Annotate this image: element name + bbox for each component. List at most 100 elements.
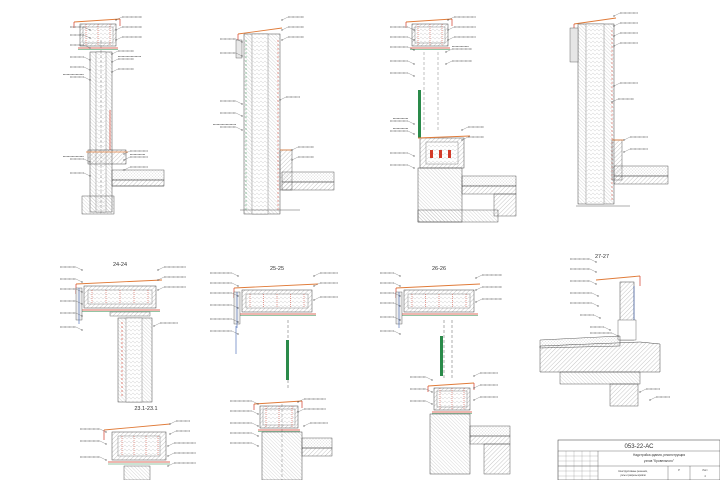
leader-dot: [431, 403, 433, 405]
leader-dot: [89, 37, 91, 39]
annotation: [461, 126, 484, 131]
annotation: [220, 38, 243, 43]
annotation: [380, 316, 401, 321]
insulation: [586, 24, 604, 204]
cap-flashing: [427, 382, 475, 387]
annotation: [313, 282, 338, 287]
leader-dot: [81, 315, 83, 317]
annotation: [115, 36, 142, 41]
leader-dot: [237, 333, 239, 335]
sealant: [430, 150, 433, 158]
leader-dot: [257, 435, 259, 437]
leader-dot: [399, 275, 401, 277]
annotation: [445, 45, 472, 53]
leader-dot: [115, 29, 117, 31]
leader-dot: [413, 39, 415, 41]
sealant: [439, 150, 442, 158]
leader-dot: [169, 423, 171, 425]
deck: [559, 371, 641, 385]
leader-dot: [115, 19, 117, 21]
annotation: [210, 292, 239, 297]
leader-dot: [649, 399, 651, 401]
annotation: [623, 136, 648, 141]
cap-flashing: [595, 275, 641, 281]
annotation: [210, 282, 239, 287]
leader-dot: [413, 123, 415, 125]
annotation: [230, 410, 259, 415]
section-1: [63, 16, 165, 215]
annotation: [380, 330, 401, 335]
annotation: [63, 155, 91, 163]
leader-dot: [431, 379, 433, 381]
annotation: [279, 96, 300, 101]
annotation: [80, 428, 107, 433]
leader-dot: [475, 301, 477, 303]
annotation: [111, 50, 134, 55]
annotation: [167, 442, 196, 447]
leader-dot: [599, 317, 601, 319]
cap-flashing: [103, 423, 171, 431]
sheet-label: Лист: [702, 469, 708, 472]
annotation: [230, 432, 259, 437]
leader-dot: [241, 41, 243, 43]
deck: [281, 181, 335, 191]
annotation: [80, 440, 107, 445]
leader-dot: [111, 61, 113, 63]
annotation: [380, 302, 401, 307]
annotation: [70, 44, 91, 49]
leader-dot: [111, 53, 113, 55]
leader-dot: [413, 29, 415, 31]
flashing: [417, 135, 471, 139]
leader-dot: [89, 29, 91, 31]
leader-dot: [237, 285, 239, 287]
leader-dot: [157, 269, 159, 271]
leader-dot: [297, 411, 299, 413]
annotation: [111, 68, 134, 73]
section-title: 26-26: [432, 266, 446, 272]
annotation: [281, 36, 304, 41]
annotation: [390, 60, 415, 65]
annotation: [115, 16, 142, 21]
annotation: [60, 278, 83, 283]
annotation: [123, 153, 148, 161]
leader-dot: [81, 303, 83, 305]
insulation: [118, 436, 160, 456]
leader-dot: [257, 425, 259, 427]
annotation: [303, 422, 328, 427]
annotation: [70, 26, 91, 31]
slab: [539, 341, 661, 373]
section-title: 23.1-23.1: [134, 406, 157, 412]
annotation: [461, 136, 484, 141]
wall: [429, 413, 471, 475]
leader-dot: [597, 305, 599, 307]
leader-dot: [313, 285, 315, 287]
annotation: [115, 26, 142, 31]
annotation: [313, 272, 338, 277]
annotation: [580, 314, 601, 319]
annotation: [291, 146, 314, 151]
annotation: [473, 396, 498, 401]
roof-build-up: [613, 165, 669, 177]
annotation: [210, 304, 239, 309]
annotation: [297, 398, 326, 403]
leader-dot: [89, 47, 91, 49]
leader-dot: [447, 39, 449, 41]
annotation: [153, 322, 178, 327]
leader-dot: [413, 75, 415, 77]
leader-dot: [613, 45, 615, 47]
annotation: [410, 388, 433, 393]
annotation: [380, 282, 401, 287]
deck: [469, 435, 511, 445]
annotation: [230, 442, 259, 447]
leader-dot: [81, 281, 83, 283]
deck: [613, 175, 669, 185]
annotation: [157, 286, 186, 291]
leader-dot: [89, 161, 91, 163]
insulation: [126, 318, 142, 402]
parapet-detail: [427, 382, 475, 414]
leader-dot: [413, 133, 415, 135]
annotation: [613, 22, 638, 27]
annotation: [570, 302, 599, 307]
